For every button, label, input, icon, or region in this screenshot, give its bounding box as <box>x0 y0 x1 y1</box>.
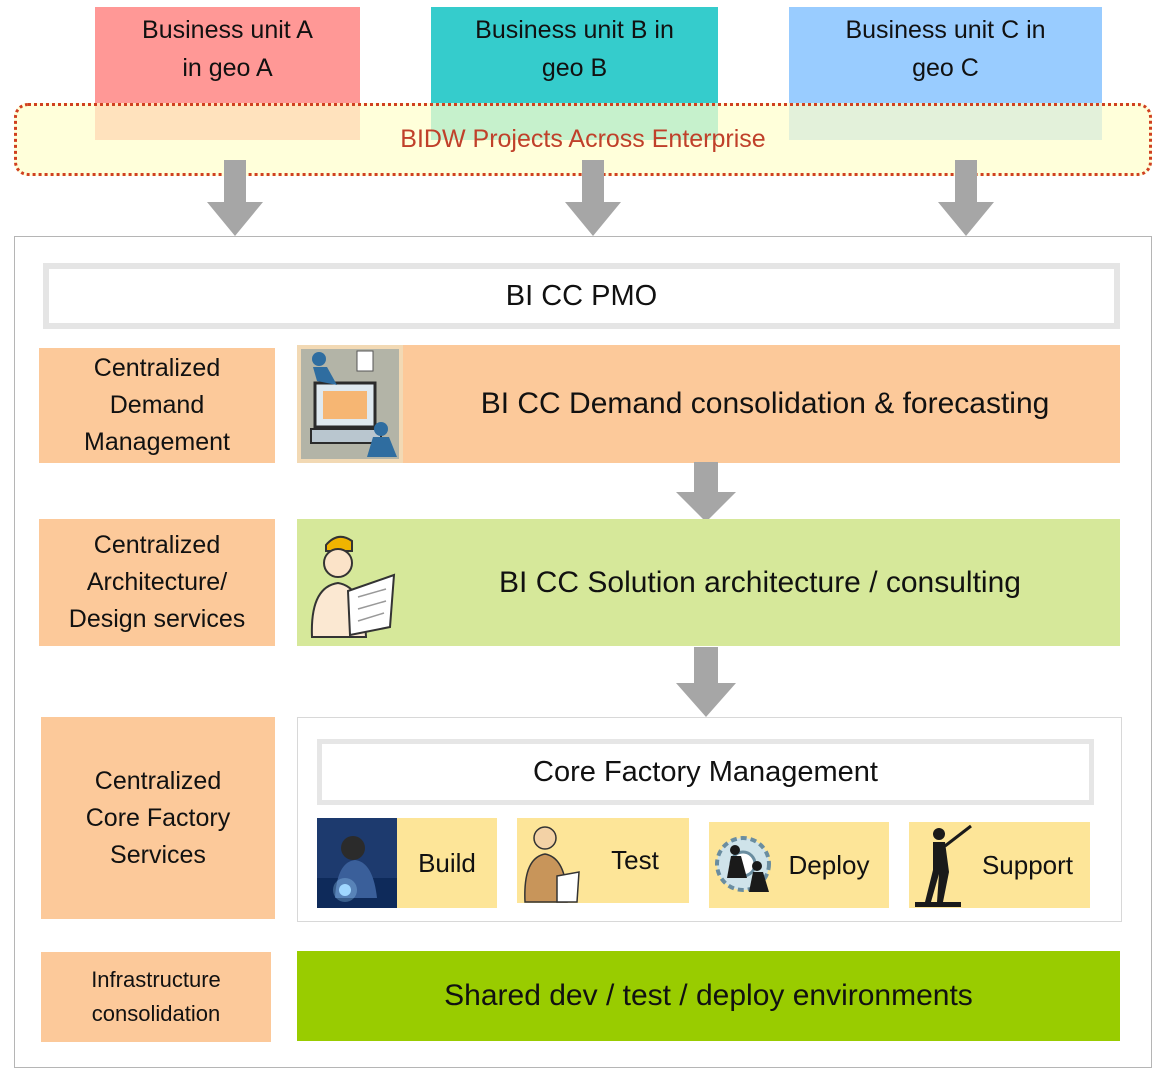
shared-environments-box: Shared dev / test / deploy environments <box>297 951 1120 1041</box>
side-label-line: Services <box>110 840 206 869</box>
side-label-line: Core Factory <box>85 803 231 832</box>
deploy-tile: Deploy <box>709 822 889 908</box>
side-label-line: Design services <box>68 605 246 633</box>
business-unit-c-line2: geo C <box>912 54 979 82</box>
side-label-architecture: Centralized Architecture/ Design service… <box>39 519 275 646</box>
side-label-line: Demand <box>109 391 205 419</box>
demand-box <box>297 345 1120 463</box>
business-unit-b-line1: Business unit B in <box>475 16 674 44</box>
support-tile: Support <box>909 822 1090 908</box>
gears-people-icon <box>709 822 779 915</box>
deploy-label: Deploy <box>788 849 870 880</box>
side-label-line: Management <box>84 428 230 456</box>
demand-title: BI CC Demand consolidation & forecasting <box>480 387 1050 420</box>
architect-with-blueprint-icon <box>298 527 398 647</box>
computer-people-icon <box>297 345 403 468</box>
side-label-line: Centralized <box>93 354 221 382</box>
down-arrow-icon <box>565 160 621 236</box>
side-label-line: consolidation <box>91 1001 221 1026</box>
businessman-icon <box>517 818 581 910</box>
architecture-title: BI CC Solution architecture / consulting <box>499 565 1021 599</box>
side-label-line: Centralized <box>93 531 221 559</box>
core-factory-management-box: Core Factory Management <box>317 739 1094 805</box>
business-unit-a-line2: in geo A <box>182 54 273 82</box>
side-label-demand: Centralized Demand Management <box>39 348 275 463</box>
support-label: Support <box>981 849 1074 880</box>
side-label-infrastructure: Infrastructure consolidation <box>41 952 271 1042</box>
architecture-box <box>297 519 1120 646</box>
down-arrow-icon <box>938 160 994 236</box>
build-label: Build <box>418 847 476 878</box>
business-unit-b-line2: geo B <box>541 54 608 82</box>
business-unit-a-line1: Business unit A <box>142 16 313 44</box>
fencer-icon <box>909 822 973 915</box>
down-arrow-icon <box>676 462 736 522</box>
down-arrow-icon <box>676 647 736 717</box>
side-label-line: Centralized <box>94 766 222 795</box>
test-label: Test <box>611 845 659 875</box>
side-label-core-factory: Centralized Core Factory Services <box>41 717 275 919</box>
bi-cc-pmo-box: BI CC PMO <box>43 263 1120 329</box>
test-tile: Test <box>517 818 689 903</box>
side-label-line: Infrastructure <box>91 967 221 992</box>
business-unit-c-line1: Business unit C in <box>845 16 1046 44</box>
side-label-line: Architecture/ <box>86 568 228 596</box>
build-tile: Build <box>317 818 497 908</box>
projects-band-label: BIDW Projects Across Enterprise <box>400 125 766 153</box>
down-arrow-icon <box>207 160 263 236</box>
welder-icon <box>317 818 397 915</box>
